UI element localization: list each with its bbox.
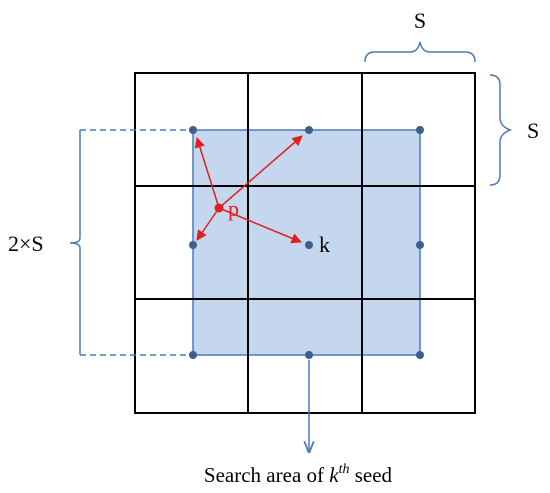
- seed-point: [416, 351, 424, 359]
- seed-point-k: [305, 241, 313, 249]
- top-s-bracket: [364, 41, 476, 63]
- top-s-label: S: [414, 8, 426, 33]
- right-s-bracket: [489, 74, 513, 186]
- two-s-label: 2×S: [8, 231, 44, 256]
- caption-k: k: [329, 463, 339, 487]
- caption-prefix: Search area of: [204, 463, 329, 487]
- seed-k-label: k: [319, 232, 330, 257]
- left-2s-bracket: [69, 129, 190, 356]
- seed-point: [189, 351, 197, 359]
- caption: Search area of kth seed: [204, 462, 393, 487]
- seed-point: [305, 351, 313, 359]
- right-s-label: S: [527, 118, 539, 143]
- seed-points: [189, 126, 424, 359]
- caption-suffix: seed: [349, 463, 392, 487]
- pixel-p-label: p: [228, 196, 239, 221]
- seed-point: [189, 126, 197, 134]
- pixel-p-point: [214, 203, 224, 213]
- seed-point: [416, 126, 424, 134]
- caption-th: th: [339, 462, 350, 477]
- seed-point: [305, 126, 313, 134]
- grid: [134, 72, 476, 414]
- seed-point: [416, 241, 424, 249]
- seed-point: [189, 241, 197, 249]
- distance-arrows: [194, 135, 303, 244]
